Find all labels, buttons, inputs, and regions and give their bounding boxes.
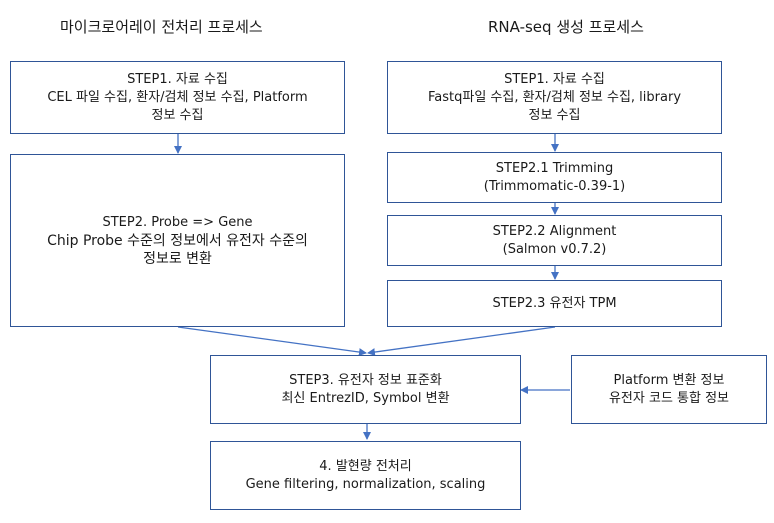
rnaseq-step2-3-title: STEP2.3 유전자 TPM [492, 295, 617, 311]
rnaseq-step1-title: STEP1. 자료 수집 [504, 71, 605, 87]
rnaseq-step1-line2: Fastq파일 수집, 환자/검체 정보 수집, library [427, 89, 682, 105]
rnaseq-step2-3-box: STEP2.3 유전자 TPM [387, 280, 722, 327]
microarray-step2-title: STEP2. Probe => Gene [102, 214, 253, 230]
microarray-step1-box: STEP1. 자료 수집 CEL 파일 수집, 환자/검체 정보 수집, Pla… [10, 61, 345, 134]
platform-info-line2: 유전자 코드 통합 정보 [608, 390, 730, 406]
microarray-step1-line2: CEL 파일 수집, 환자/검체 정보 수집, Platform [47, 89, 308, 105]
platform-info-box: Platform 변환 정보 유전자 코드 통합 정보 [571, 355, 767, 424]
rnaseq-step2-1-box: STEP2.1 Trimming (Trimmomatic-0.39-1) [387, 152, 722, 203]
common-step3-box: STEP3. 유전자 정보 표준화 최신 EntrezID, Symbol 변환 [210, 355, 521, 424]
rnaseq-step2-2-tool: (Salmon v0.7.2) [502, 241, 607, 257]
common-step4-box: 4. 발현량 전처리 Gene filtering, normalization… [210, 441, 521, 510]
common-step4-title: 4. 발현량 전처리 [319, 458, 412, 474]
platform-info-line1: Platform 변환 정보 [613, 372, 725, 388]
arrow-rna-step2-3-to-step3 [367, 326, 556, 356]
microarray-step2-line3: 정보로 변환 [143, 250, 212, 267]
common-step4-line2: Gene filtering, normalization, scaling [245, 476, 486, 492]
microarray-step1-title: STEP1. 자료 수집 [127, 71, 228, 87]
rnaseq-step2-1-tool: (Trimmomatic-0.39-1) [483, 178, 626, 194]
rnaseq-step2-2-box: STEP2.2 Alignment (Salmon v0.7.2) [387, 215, 722, 266]
microarray-step2-line2: Chip Probe 수준의 정보에서 유전자 수준의 [47, 232, 308, 249]
rnaseq-step1-line3: 정보 수집 [528, 107, 581, 123]
common-step3-line2: 최신 EntrezID, Symbol 변환 [281, 390, 450, 406]
microarray-step1-line3: 정보 수집 [151, 107, 204, 123]
rnaseq-step2-1-title: STEP2.1 Trimming [495, 160, 614, 176]
arrow-micro-step2-to-step3 [177, 326, 367, 357]
microarray-process-heading: 마이크로어레이 전처리 프로세스 [60, 18, 263, 36]
rnaseq-step1-box: STEP1. 자료 수집 Fastq파일 수집, 환자/검체 정보 수집, li… [387, 61, 722, 134]
common-step3-title: STEP3. 유전자 정보 표준화 [289, 372, 442, 388]
microarray-step2-box: STEP2. Probe => Gene Chip Probe 수준의 정보에서… [10, 154, 345, 327]
rnaseq-step2-2-title: STEP2.2 Alignment [492, 223, 617, 239]
rnaseq-process-heading: RNA-seq 생성 프로세스 [488, 18, 644, 36]
